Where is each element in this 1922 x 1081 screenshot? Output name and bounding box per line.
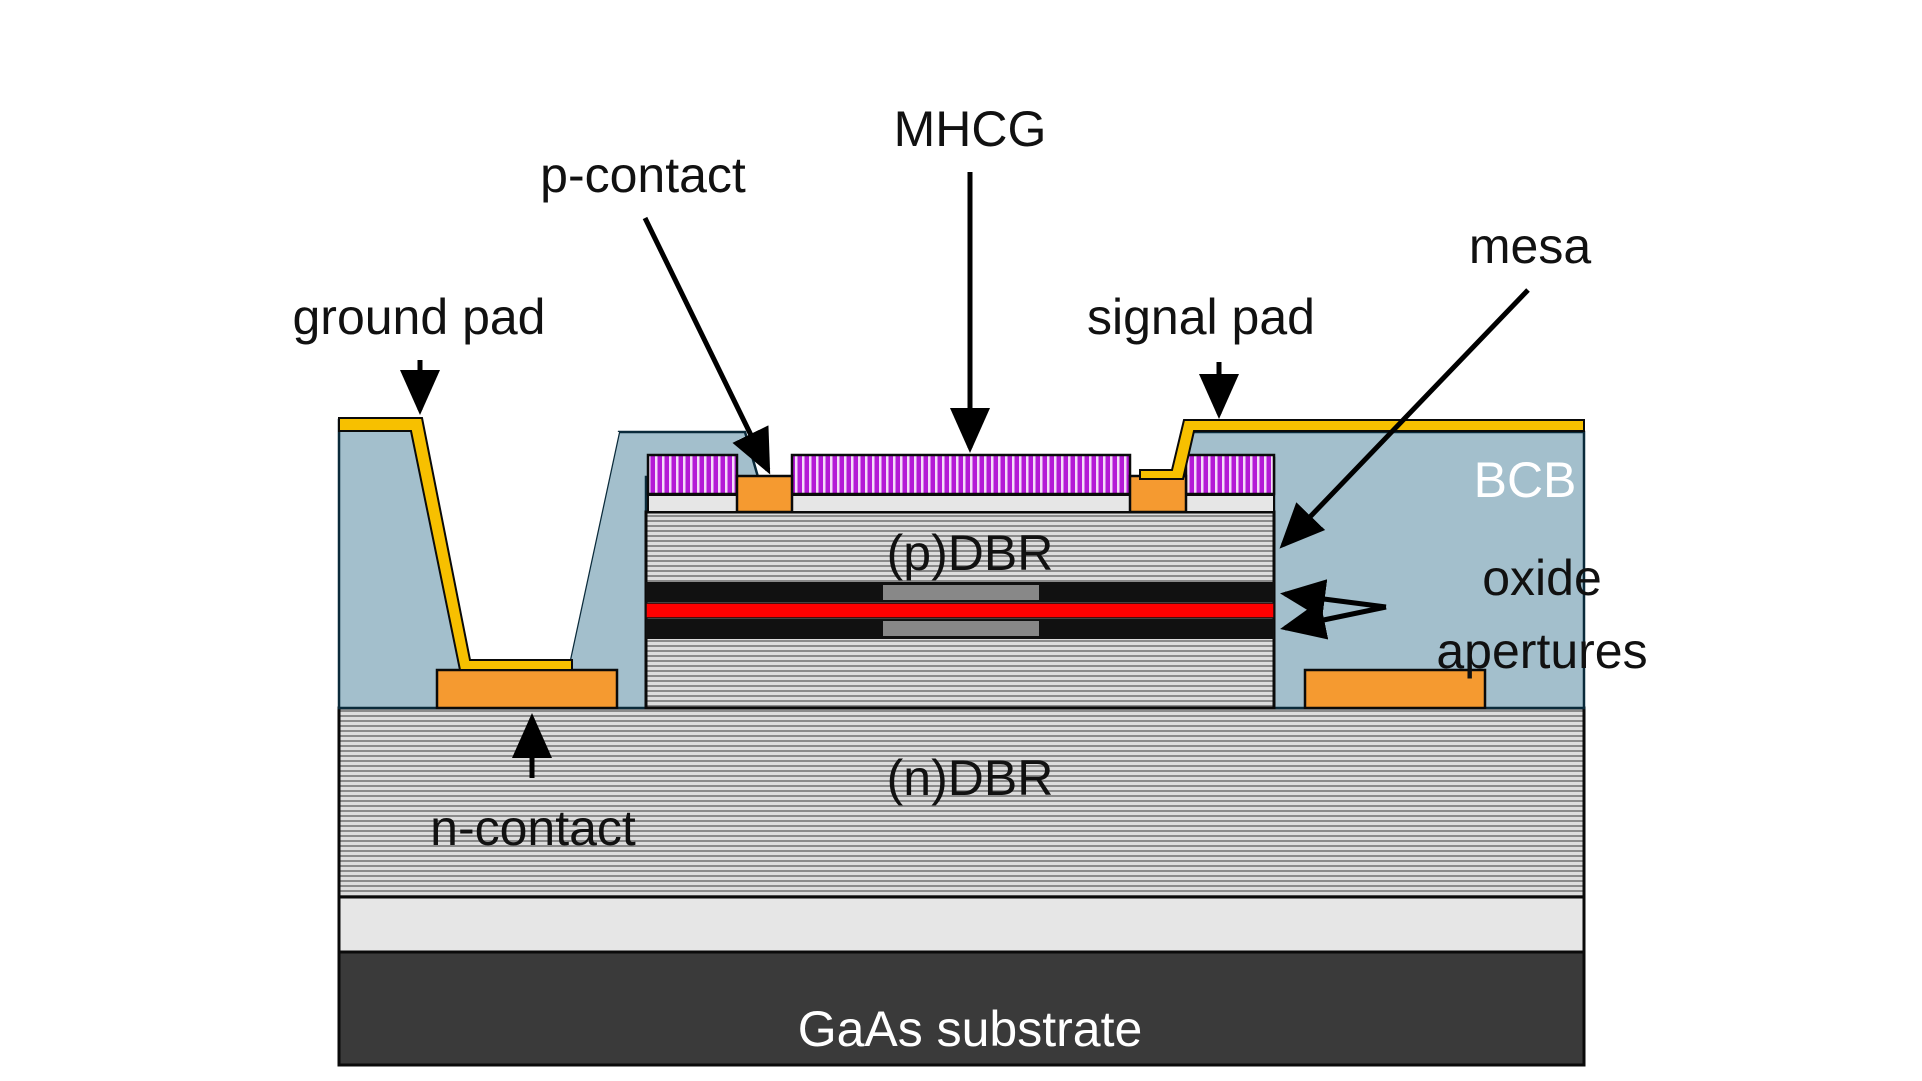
ground-pad-metal <box>338 417 573 671</box>
label-apertures: apertures <box>1436 623 1647 679</box>
buffer-layer <box>337 895 1586 954</box>
p-contact-left <box>735 474 794 514</box>
mesa-arrow <box>1279 288 1530 549</box>
n-contact-right <box>1303 668 1487 710</box>
label-mesa: mesa <box>1469 218 1591 274</box>
oxide-arrow-top <box>1280 579 1387 619</box>
label-ground-pad: ground pad <box>292 289 545 345</box>
ground-via-well <box>418 420 619 664</box>
oxide-aperture-top <box>883 585 1039 600</box>
label-signal-pad: signal pad <box>1087 289 1315 345</box>
label-oxide: oxide <box>1482 550 1602 606</box>
active-region <box>645 602 1275 619</box>
gaas-substrate <box>337 950 1586 1067</box>
label-bcb: BCB <box>1474 452 1577 508</box>
label-n-contact: n-contact <box>430 800 636 856</box>
label-substrate: GaAs substrate <box>798 1001 1143 1057</box>
label-n-dbr: (n)DBR <box>887 750 1054 806</box>
p-contact-right <box>1128 474 1188 514</box>
mhcg-center <box>790 453 1132 496</box>
spacer-left <box>647 494 738 513</box>
n-contact-left <box>435 668 619 710</box>
spacer-center <box>791 494 1131 513</box>
mhcg-right <box>1184 453 1276 496</box>
signal-pad-metal <box>1139 419 1585 480</box>
label-p-dbr: (p)DBR <box>887 525 1054 581</box>
label-mhcg: MHCG <box>894 101 1047 157</box>
oxide-arrow-bottom <box>1280 600 1387 640</box>
oxide-aperture-bottom <box>883 621 1039 636</box>
label-p-contact: p-contact <box>540 147 746 203</box>
mhcg-left <box>646 453 739 496</box>
annotation-arrows <box>400 172 1530 778</box>
spacer-right <box>1185 494 1275 513</box>
p-contact-arrow <box>642 216 771 475</box>
